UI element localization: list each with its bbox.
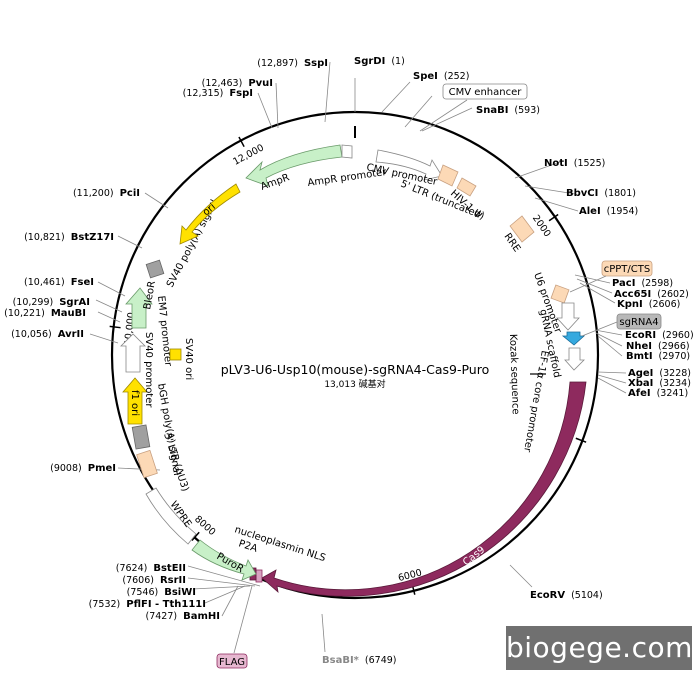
u6-promoter-arrow bbox=[556, 302, 580, 331]
puror-arrow bbox=[191, 539, 257, 581]
ltr3-box bbox=[136, 449, 158, 479]
site-sgrai: (10,299)SgrAI bbox=[13, 297, 90, 308]
svg-text:cPPT/CTS: cPPT/CTS bbox=[604, 264, 650, 275]
svg-text:FLAG: FLAG bbox=[219, 657, 245, 668]
site-pvui: (12,463)PvuI bbox=[202, 78, 273, 89]
sv40-promoter-arrow bbox=[120, 333, 146, 373]
ori-arrow bbox=[179, 183, 241, 245]
scale-tick bbox=[575, 437, 587, 443]
site-xbai: XbaI(3234) bbox=[628, 378, 691, 389]
site-kpni: KpnI(2606) bbox=[617, 299, 680, 310]
site-pcii: (11,200)PciI bbox=[73, 188, 140, 199]
site-nhei: NheI(2966) bbox=[626, 341, 690, 352]
watermark: biogege.com bbox=[506, 626, 692, 670]
site-maubi: (10,221)MauBI bbox=[4, 308, 86, 319]
site-rsrii: (7606)RsrII bbox=[122, 575, 186, 586]
puror-label: PuroR bbox=[215, 551, 246, 575]
flag-tag: FLAG bbox=[216, 653, 248, 669]
site-fspi: (12,315)FspI bbox=[183, 88, 253, 99]
bleor-arrow bbox=[125, 287, 153, 329]
flag-leader bbox=[233, 585, 253, 654]
sgrna4-arrow bbox=[561, 331, 586, 346]
site-acc65i: Acc65I(2602) bbox=[614, 289, 689, 300]
np-nls-box bbox=[255, 569, 263, 583]
site-bamhi: (7427)BamHI bbox=[146, 611, 220, 622]
ampr-promoter-box bbox=[341, 144, 353, 159]
restriction-sites: SgrDI(1) SpeI(252) SnaBI(593) NotI(1525)… bbox=[4, 56, 693, 666]
cmv-promoter-arrow bbox=[375, 149, 443, 181]
sv40-ori-label: SV40 ori bbox=[183, 338, 194, 380]
cas9-arrow bbox=[261, 381, 587, 597]
ltr5-box bbox=[437, 164, 459, 187]
plasmid-name: pLV3-U6-Usp10(mouse)-sgRNA4-Cas9-Puro bbox=[221, 362, 489, 377]
sv40-ori-box bbox=[169, 348, 182, 361]
site-alei: AleI(1954) bbox=[579, 206, 638, 217]
cmv-enhancer-leader bbox=[419, 99, 468, 132]
ampr-arrow bbox=[245, 144, 343, 187]
scale-tick-label: 2000 bbox=[530, 213, 553, 239]
site-bsiwi: (7546)BsiWI bbox=[127, 587, 196, 598]
sgrna4-leader bbox=[581, 321, 618, 337]
site-bsteii: (7624)BstEII bbox=[116, 563, 186, 574]
site-bstz17i: (10,821)BstZ17I bbox=[24, 232, 114, 243]
site-pflfi: (7532)PflFI - Tth111I bbox=[89, 599, 206, 610]
hiv-psi-box bbox=[456, 177, 477, 197]
rre-box bbox=[509, 215, 535, 243]
sv40-promoter-label: SV40 promoter bbox=[143, 332, 154, 408]
kozak-label: Kozak sequence bbox=[507, 334, 521, 415]
scale-tick bbox=[238, 136, 245, 148]
sgrna4-tag: sgRNA4 bbox=[616, 313, 662, 330]
site-bmti: BmtI(2970) bbox=[626, 351, 690, 362]
site-bsabi: BsaBI*(6749) bbox=[322, 655, 397, 666]
site-noti: NotI(1525) bbox=[544, 158, 605, 169]
cppt-tag: cPPT/CTS bbox=[601, 260, 653, 277]
grna-scaffold-arrow bbox=[564, 347, 585, 371]
scale-tick bbox=[548, 213, 559, 222]
ef1a-label: EF-1α core promoter bbox=[521, 349, 550, 453]
site-spei: SpeI(252) bbox=[413, 71, 469, 82]
wpre-box bbox=[145, 487, 197, 545]
site-paci: PacI(2598) bbox=[612, 278, 673, 289]
site-sspi: (12,897)SspI bbox=[257, 58, 328, 69]
cppt-box bbox=[550, 284, 570, 304]
site-snabi: SnaBI(593) bbox=[476, 105, 540, 116]
site-leaders bbox=[89, 61, 627, 653]
svg-text:CMV enhancer: CMV enhancer bbox=[449, 87, 523, 98]
cmv-enhancer-tag: CMV enhancer bbox=[442, 83, 528, 100]
site-sgrdi: SgrDI(1) bbox=[354, 56, 405, 67]
site-ecorv: EcoRV(5104) bbox=[530, 590, 603, 601]
site-afei: AfeI(3241) bbox=[628, 388, 688, 399]
bleor-label: BleoR bbox=[142, 280, 158, 310]
plasmid-length: 13,013 碱基对 bbox=[324, 378, 385, 390]
bgh-label: bGH poly(A) signal bbox=[155, 383, 182, 477]
site-bbvci: BbvCI(1801) bbox=[566, 188, 636, 199]
scale-tick bbox=[191, 531, 200, 542]
f1-ori-label: f1 ori bbox=[129, 390, 140, 416]
scale-tick bbox=[109, 325, 121, 329]
sv40-polya-box bbox=[145, 259, 165, 279]
site-fsei: (10,461)FseI bbox=[24, 277, 94, 288]
site-pmei: (9008)PmeI bbox=[50, 463, 116, 474]
site-ecori: EcoRI(2960) bbox=[625, 330, 694, 341]
site-avrii: (10,056)AvrII bbox=[11, 329, 84, 340]
svg-text:sgRNA4: sgRNA4 bbox=[619, 317, 658, 328]
bgh-polya-box bbox=[131, 424, 151, 450]
cppt-leader bbox=[569, 275, 607, 293]
f1-ori-arrow bbox=[122, 377, 148, 425]
site-agei: AgeI(3228) bbox=[628, 368, 691, 379]
